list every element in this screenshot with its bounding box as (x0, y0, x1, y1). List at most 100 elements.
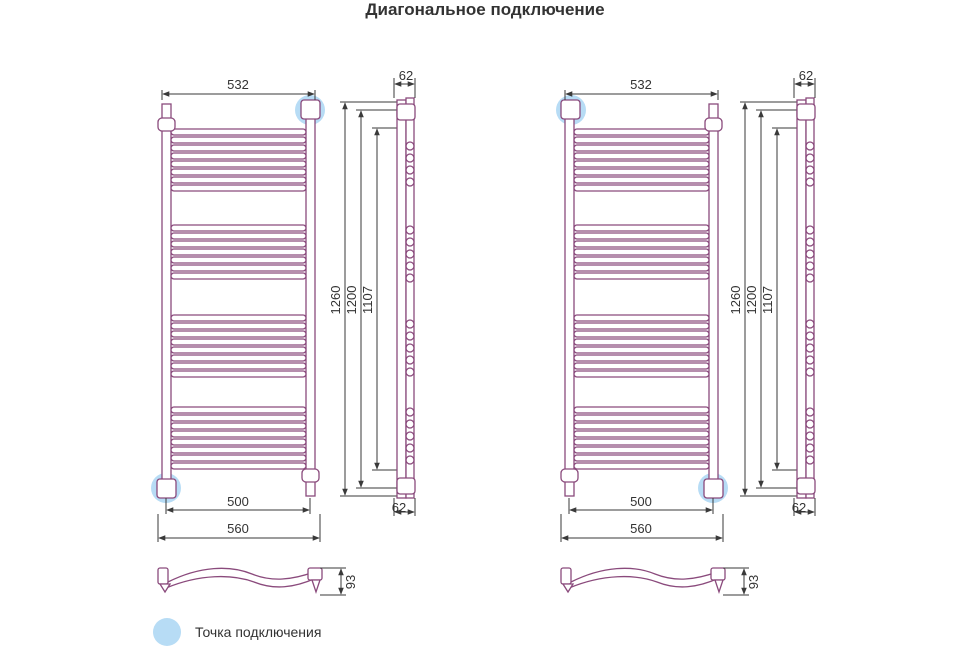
label-height-inner: 1107 (360, 286, 375, 314)
rung (573, 136, 710, 144)
connection-point-icon (153, 618, 181, 646)
label-wall-offset: 93 (746, 575, 761, 589)
label-depth-bottom: 62 (792, 500, 806, 515)
rung-end (805, 331, 815, 341)
rung (170, 338, 307, 346)
rung-end (805, 177, 815, 187)
rung (573, 272, 710, 280)
rung (170, 264, 307, 272)
rung-end (805, 261, 815, 271)
variant-right: 532 500 560 1260 1200 1107 (556, 68, 816, 596)
rung (573, 152, 710, 160)
rung-end (405, 237, 415, 247)
rungs (573, 128, 710, 470)
valve-icon (560, 99, 581, 120)
rung (170, 354, 307, 362)
rung-end (405, 153, 415, 163)
label-width-top: 532 (630, 77, 652, 92)
rung (573, 240, 710, 248)
dimension-width-top (564, 90, 719, 100)
label-depth-bottom: 62 (392, 500, 406, 515)
label-height-axis: 1200 (344, 286, 359, 315)
rung (573, 338, 710, 346)
rung-end (405, 419, 415, 429)
rung-end (805, 225, 815, 235)
rung (170, 248, 307, 256)
rung (170, 240, 307, 248)
rung (573, 430, 710, 438)
legend: Точка подключения (153, 618, 321, 646)
rung-end (805, 407, 815, 417)
valve-icon (396, 103, 416, 121)
rung (170, 184, 307, 192)
rung (573, 346, 710, 354)
rung (573, 144, 710, 152)
label-height-total: 1260 (328, 286, 343, 315)
rung (573, 314, 710, 322)
rung-end (405, 165, 415, 175)
rung (573, 168, 710, 176)
rung (573, 256, 710, 264)
rung-end (405, 177, 415, 187)
rung (170, 128, 307, 136)
rung-end (405, 331, 415, 341)
label-depth-top: 62 (399, 68, 413, 83)
rung (573, 370, 710, 378)
rung-end (805, 343, 815, 353)
rung-end (405, 319, 415, 329)
rung (573, 438, 710, 446)
label-width-top: 532 (227, 77, 249, 92)
rung-end (805, 249, 815, 259)
label-wall-offset: 93 (343, 575, 358, 589)
legend-label: Точка подключения (195, 624, 321, 640)
rung-end (405, 355, 415, 365)
front-view (156, 99, 321, 499)
label-width-total: 560 (227, 521, 249, 536)
rung (170, 406, 307, 414)
valve-icon (703, 478, 724, 499)
rung (170, 414, 307, 422)
valve-icon (796, 103, 816, 121)
rung-end (805, 419, 815, 429)
label-axis-distance: 500 (630, 494, 652, 509)
valve-icon (704, 117, 723, 132)
dimension-width-total (560, 514, 724, 542)
rung-end (805, 165, 815, 175)
rung (573, 264, 710, 272)
rung-end (805, 355, 815, 365)
rung (170, 256, 307, 264)
dimension-width-total (157, 514, 321, 542)
valve-icon (156, 478, 177, 499)
label-height-total: 1260 (728, 286, 743, 315)
rung-end (405, 407, 415, 417)
rung-end (805, 455, 815, 465)
dimension-axis-distance (568, 498, 714, 514)
rung-end (805, 237, 815, 247)
rung (573, 184, 710, 192)
rung (573, 160, 710, 168)
rung (170, 446, 307, 454)
rung (573, 454, 710, 462)
dimension-heights (740, 101, 800, 497)
rung (573, 224, 710, 232)
rung (170, 232, 307, 240)
rung-end (405, 455, 415, 465)
rung (573, 248, 710, 256)
rung (573, 422, 710, 430)
rung (170, 422, 307, 430)
rung (170, 370, 307, 378)
rung-end (405, 367, 415, 377)
rung-end (405, 431, 415, 441)
top-view (157, 567, 323, 595)
rung (170, 438, 307, 446)
rung (573, 362, 710, 370)
rung-end (805, 153, 815, 163)
valve-icon (796, 477, 816, 495)
variant-left: 532 500 560 1260 1200 1107 (151, 68, 416, 596)
valve-icon (396, 477, 416, 495)
rung (573, 176, 710, 184)
rung (573, 330, 710, 338)
rung-end (405, 225, 415, 235)
rung (170, 160, 307, 168)
